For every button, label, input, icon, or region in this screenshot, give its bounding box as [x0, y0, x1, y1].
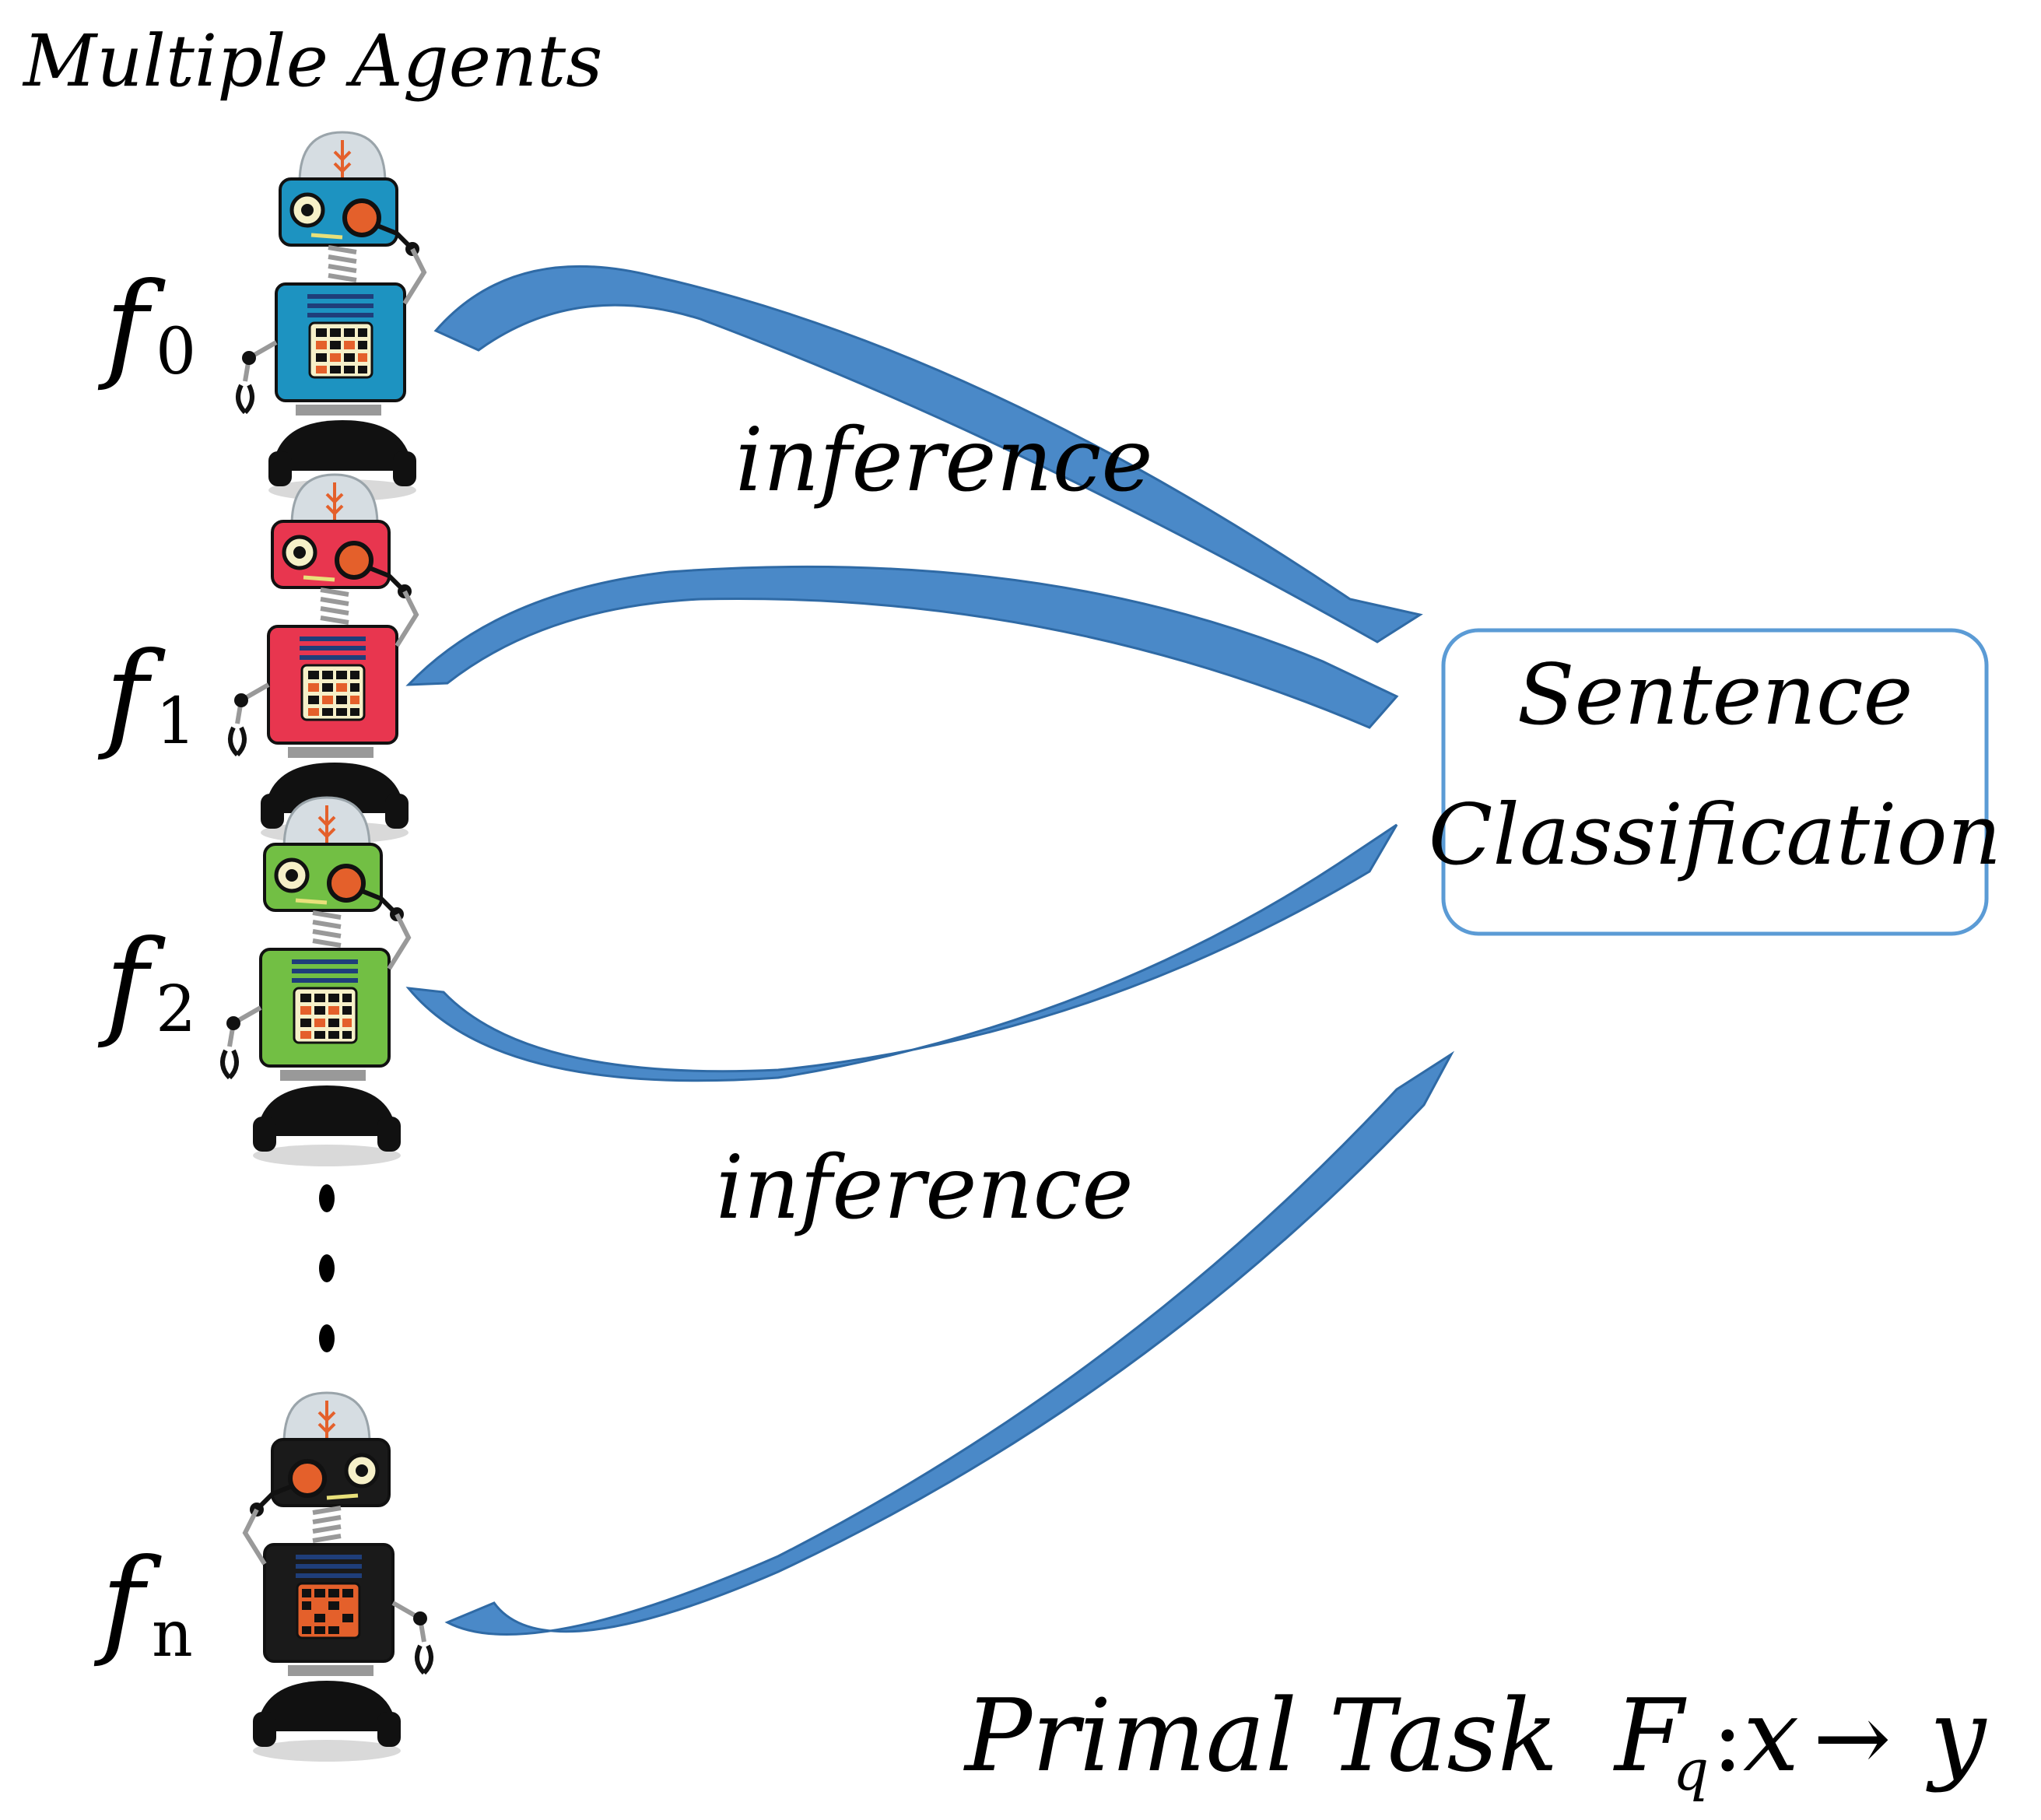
target-box: Sentence Classification: [1429, 628, 2001, 936]
formula-prefix: Primal Task: [963, 1678, 1559, 1794]
arrow-f1: [405, 565, 1399, 729]
agent-robot-0: [236, 131, 427, 501]
agent-label-0: f 0: [97, 258, 196, 394]
agent-subscript: 1: [156, 685, 196, 759]
agent-robot-n: [242, 1391, 433, 1762]
agent-label-n: f n: [93, 1534, 193, 1671]
agent-subscript: 0: [156, 315, 196, 389]
arrow-f0: [433, 265, 1423, 643]
ellipsis-dots: [319, 1184, 335, 1352]
formula-x: x: [1743, 1678, 1799, 1794]
formula-F-subscript: q: [1673, 1738, 1709, 1803]
arrow-fn: [444, 1050, 1455, 1636]
arrows: [405, 265, 1455, 1636]
diagram-title: Multiple Agents: [22, 19, 603, 103]
edge-label-inference-top: inference: [735, 410, 1153, 511]
formula-colon: :: [1712, 1685, 1743, 1793]
primal-task-formula: Primal Task F q : x → y: [963, 1678, 1987, 1803]
agent-subscript: n: [152, 1597, 193, 1671]
target-label-line2: Classification: [1429, 787, 2001, 884]
target-box-border: [1441, 628, 1989, 936]
agent-robot-2: [220, 796, 412, 1166]
formula-y: y: [1926, 1678, 1987, 1794]
robot-icon: [236, 131, 427, 501]
robot-icon: [228, 473, 419, 843]
agent-robot-1: [228, 473, 419, 843]
edge-label-inference-bottom: inference: [716, 1138, 1134, 1239]
formula-F: F: [1613, 1678, 1687, 1794]
formula-arrow: →: [1813, 1685, 1892, 1793]
agent-subscript: 2: [156, 973, 196, 1047]
agent-label-2: f 2: [97, 916, 196, 1051]
target-label-line1: Sentence: [1517, 647, 1913, 744]
arrow-f2: [405, 823, 1398, 1082]
agent-label-1: f 1: [97, 628, 196, 763]
robot-icon: [242, 1391, 433, 1762]
robot-icon: [220, 796, 412, 1166]
